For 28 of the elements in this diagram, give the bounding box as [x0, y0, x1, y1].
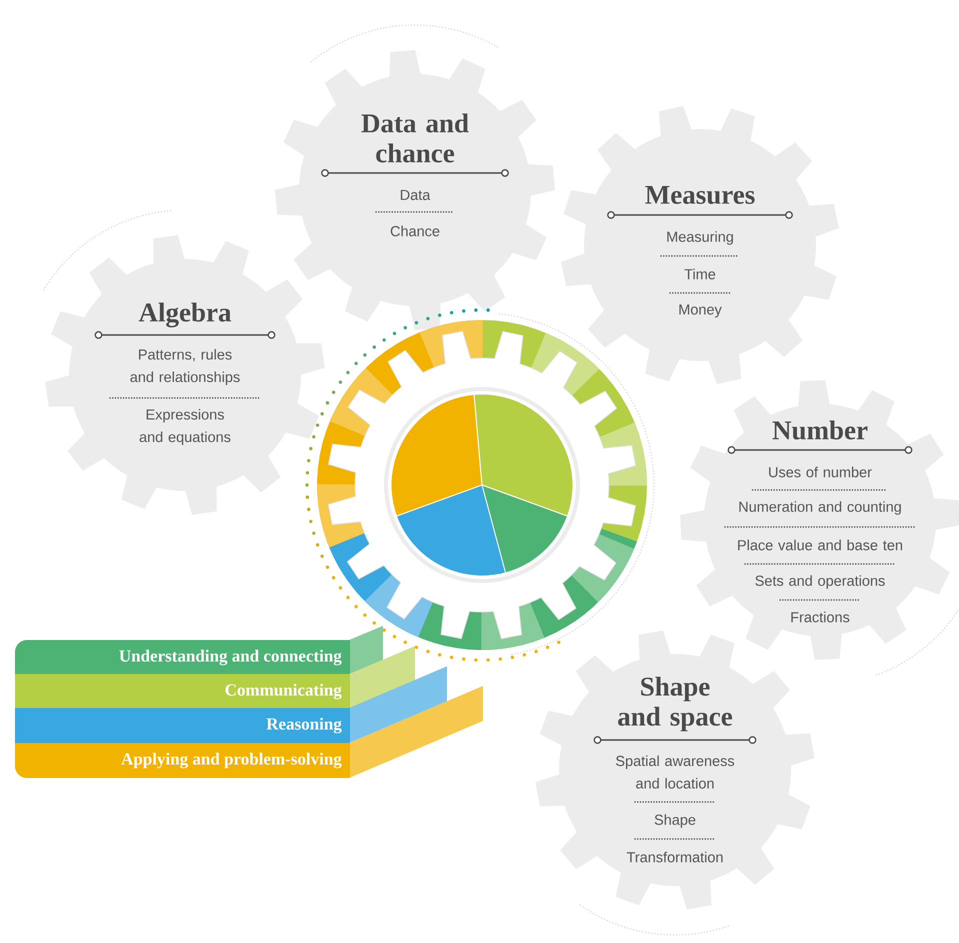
- gear-heading: Data and chance: [361, 114, 469, 162]
- topic-text: Place value and base ten: [738, 540, 902, 550]
- topic-text: Data: [400, 190, 430, 200]
- gear-drawing: [317, 320, 647, 650]
- topic-text: Uses of number: [769, 466, 872, 478]
- band: Understanding and connecting: [15, 626, 383, 675]
- gear: [680, 380, 959, 660]
- gear: [275, 50, 555, 330]
- topic-text: Shape: [654, 814, 696, 828]
- topic-text: Chance: [390, 226, 440, 236]
- gear-heading: Measures: [645, 186, 755, 204]
- node-label: Applying and problem-solving: [121, 752, 342, 768]
- topic-text: Measuring: [667, 231, 733, 245]
- topic-text: Time: [684, 268, 716, 280]
- topic-text: Numeration and counting: [739, 501, 901, 515]
- topic-text: Patterns, rules and relationships: [130, 349, 240, 386]
- gear: [536, 630, 814, 910]
- topic-text: Transformation: [626, 852, 723, 862]
- gear-heading: Number: [772, 420, 868, 440]
- topic-text: Fractions: [791, 612, 850, 622]
- gear: [561, 106, 839, 384]
- topic-text: Money: [679, 304, 722, 318]
- topic-text: Sets and operations: [755, 575, 885, 589]
- gear: [45, 235, 325, 515]
- topic-text: Spatial awareness and location: [616, 755, 734, 789]
- topic-text: Expressions and equations: [140, 409, 230, 446]
- gear-heading: Shape and space: [618, 676, 732, 732]
- gear-heading: Algebra: [138, 302, 232, 328]
